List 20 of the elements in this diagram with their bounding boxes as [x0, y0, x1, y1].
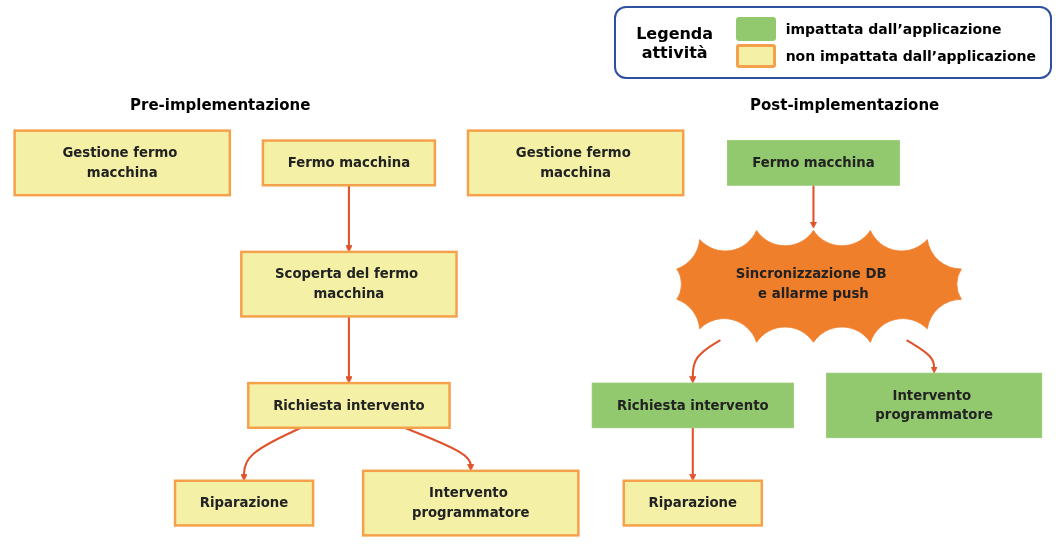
panel-heading: Pre-implementazione	[130, 96, 311, 114]
node-box: Riparazione	[173, 479, 315, 527]
node-box: Intervento programmatore	[361, 469, 580, 537]
arrow	[345, 316, 353, 384]
node-box: Gestione fermo macchina	[13, 129, 231, 197]
legend-text: non impattata dall’applicazione	[785, 48, 1036, 64]
node-box: Richiesta intervento	[246, 381, 451, 429]
node-box: Richiesta intervento	[591, 382, 794, 429]
node-box: Scoperta del fermo macchina	[239, 250, 458, 318]
node-box: Gestione fermo macchina	[466, 129, 685, 197]
node-box: Intervento programmatore	[825, 372, 1042, 439]
node-box: Riparazione	[622, 479, 763, 527]
node-box: Fermo macchina	[261, 139, 436, 187]
legend-text: impattata dall’applicazione	[785, 21, 1002, 37]
arrow	[905, 339, 938, 374]
arrow	[809, 185, 817, 229]
legend-title: Legenda attività	[635, 23, 715, 62]
panel-heading: Post-implementazione	[750, 96, 940, 114]
node-box: Fermo macchina	[726, 140, 900, 186]
arrow	[688, 339, 721, 384]
